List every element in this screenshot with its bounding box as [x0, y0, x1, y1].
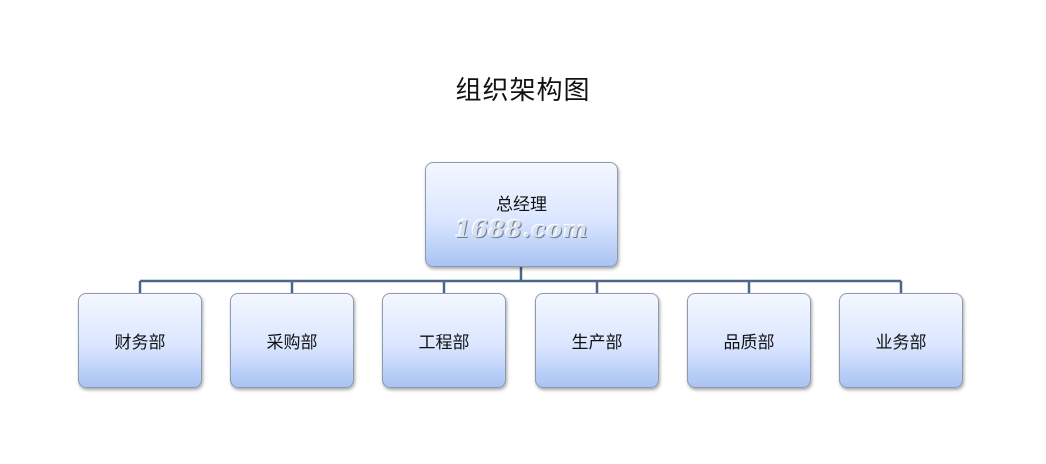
- node-department-quality[interactable]: 品质部: [687, 293, 811, 388]
- node-department-label: 业务部: [875, 333, 927, 353]
- node-department-engineering[interactable]: 工程部: [382, 293, 506, 388]
- node-department-label: 工程部: [418, 333, 470, 353]
- node-department-finance[interactable]: 财务部: [78, 293, 202, 388]
- node-department-purchasing[interactable]: 采购部: [230, 293, 354, 388]
- node-department-label: 采购部: [266, 333, 318, 353]
- node-general-manager-label: 总经理: [496, 195, 547, 215]
- node-department-sales[interactable]: 业务部: [839, 293, 963, 388]
- node-department-label: 品质部: [723, 333, 775, 353]
- diagram-title: 组织架构图: [455, 76, 591, 106]
- node-department-label: 生产部: [571, 333, 623, 353]
- node-department-label: 财务部: [114, 333, 166, 353]
- node-department-production[interactable]: 生产部: [535, 293, 659, 388]
- watermark-text: 1688.com: [454, 216, 589, 243]
- node-general-manager[interactable]: 总经理 1688.com: [425, 162, 618, 267]
